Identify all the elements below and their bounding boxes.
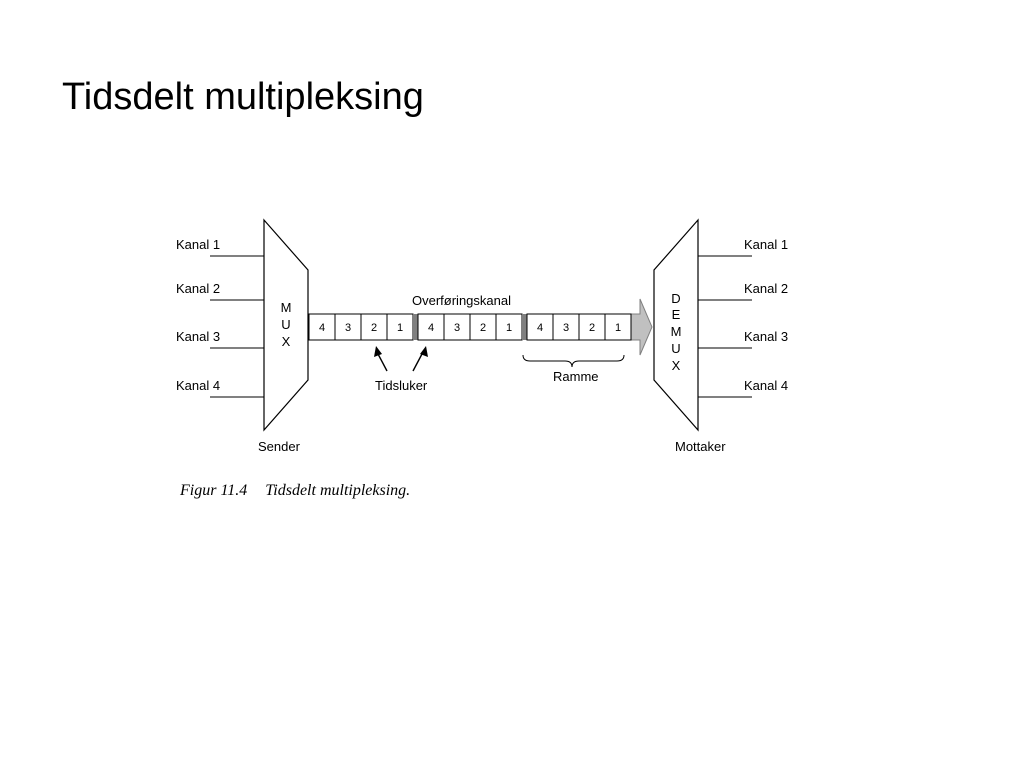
- timeslot-arrow: [377, 353, 388, 372]
- time-slot-label: 1: [615, 322, 621, 334]
- slide-title: Tidsdelt multipleksing: [62, 76, 424, 118]
- time-slot-label: 1: [506, 322, 512, 334]
- caption-number: Figur 11.4: [180, 482, 248, 499]
- channel-label: Overføringskanal: [412, 293, 511, 308]
- time-slot: [443, 313, 471, 341]
- time-slot-label: 4: [319, 322, 325, 334]
- frame-separator: [522, 314, 527, 340]
- input-channel-label: Kanal 1: [176, 237, 220, 252]
- demux-letter: D: [671, 291, 680, 306]
- time-slot-label: 3: [454, 322, 460, 334]
- timeslots-label: Tidsluker: [375, 378, 428, 393]
- time-slot-label: 4: [537, 322, 543, 334]
- output-channel-label: Kanal 4: [744, 378, 788, 393]
- output-channel-label: Kanal 1: [744, 237, 788, 252]
- time-slot-label: 1: [397, 322, 403, 334]
- input-channel-label: Kanal 3: [176, 329, 220, 344]
- timeslot-arrowhead: [374, 346, 382, 357]
- time-slot: [469, 313, 497, 341]
- sender-label: Sender: [258, 439, 301, 454]
- input-channel-label: Kanal 2: [176, 281, 220, 296]
- slot-group: 4 3 2 1 4 3 2 1 4 3 2 1: [308, 313, 632, 341]
- demux-letter: E: [672, 307, 681, 322]
- timeslot-arrow: [412, 353, 423, 372]
- time-slot: [552, 313, 580, 341]
- time-slot-label: 2: [480, 322, 486, 334]
- mux-block: [263, 218, 309, 432]
- demux-letter: U: [671, 341, 680, 356]
- time-slot-label: 3: [563, 322, 569, 334]
- frame-brace: [522, 354, 625, 368]
- timeslot-arrowhead: [420, 346, 428, 357]
- receiver-label: Mottaker: [675, 439, 726, 454]
- time-slot-label: 2: [589, 322, 595, 334]
- mux-letter: M: [281, 300, 292, 315]
- output-channel-label: Kanal 3: [744, 329, 788, 344]
- time-slot: [578, 313, 606, 341]
- figure-caption: Figur 11.4 Tidsdelt multipleksing.: [180, 480, 410, 502]
- time-slot: [604, 313, 632, 341]
- mux-letter: U: [281, 317, 290, 332]
- frame-separator: [413, 314, 418, 340]
- time-slot: [417, 313, 445, 341]
- demux-letter: M: [671, 324, 682, 339]
- caption-text: Tidsdelt multipleksing.: [265, 482, 411, 499]
- time-slot-label: 3: [345, 322, 351, 334]
- output-channel-label: Kanal 2: [744, 281, 788, 296]
- demux-block: [653, 218, 699, 432]
- frame-label: Ramme: [553, 369, 599, 384]
- input-channel-label: Kanal 4: [176, 378, 220, 393]
- demux-letter: X: [672, 358, 681, 373]
- time-slot-label: 4: [428, 322, 434, 334]
- mux-letter: X: [282, 334, 291, 349]
- time-slot-label: 2: [371, 322, 377, 334]
